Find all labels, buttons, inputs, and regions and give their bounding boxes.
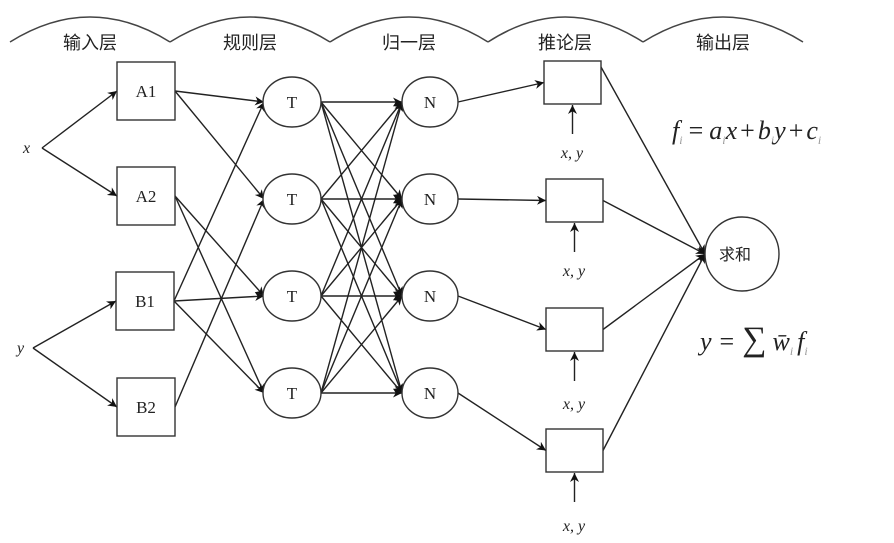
input-x-label: x [22,140,30,157]
edge-b2-to-rule-2 [174,198,265,408]
membership-node-b2: B2 [116,377,176,437]
inference-input-label: x, y [562,518,586,535]
edge-b1-to-rule-1 [173,101,265,302]
edge-rule-4-to-norm-3 [320,295,403,394]
edge-input-to-a1 [41,90,118,149]
edge-rule-4-to-norm-2 [320,198,403,394]
sum-node: 求和 [704,216,780,292]
inference-input-label: x, y [562,396,586,413]
layer-label-rule: 规则层 [223,33,277,54]
norm-node: N [401,270,459,322]
edge-b1-to-rule-3 [173,292,265,302]
rule-label: T [287,287,298,306]
edges [32,66,706,502]
layer-arc-output [642,16,804,43]
norm-label: N [424,93,436,112]
inference-node: x, y [545,307,604,413]
edge-norm-2-to-inference-2 [457,195,547,205]
membership-label: A2 [136,187,157,206]
rule-node: T [262,173,322,225]
edge-inference-1-to-sum [600,66,706,255]
membership-node-b1: B1 [115,271,175,331]
inference-input-label: x, y [560,145,584,162]
edge-input-to-a2 [41,147,118,197]
sum-label: 求和 [719,245,751,264]
norm-label: N [424,190,436,209]
rule-node: T [262,270,322,322]
edge-inference-4-to-sum [602,253,706,451]
edge-norm-3-to-inference-3 [457,295,547,331]
layer-label-output: 输出层 [696,33,750,54]
norm-node: N [401,76,459,128]
norm-label: N [424,287,436,306]
edge-a2-to-rule-3 [174,195,265,297]
layer-arc-input [9,16,171,43]
inference-input-label: x, y [562,263,586,280]
rule-node: T [262,367,322,419]
rule-node: T [262,76,322,128]
rule-label: T [287,384,298,403]
layer-label-input: 输入层 [63,33,117,54]
edge-rule-4-to-norm-1 [320,101,404,394]
edge-a1-to-rule-2 [174,90,265,200]
edge-a2-to-rule-4 [174,195,265,394]
rule-output-formula: fi=aix+biy+ci [672,116,821,147]
layer-arc-inference [487,16,644,43]
inference-node: x, y [543,60,602,162]
membership-label: A1 [136,82,157,101]
layer-arc-rule [169,16,331,43]
edge-rule-2-to-norm-1 [320,101,403,200]
edge-norm-4-to-inference-4 [457,392,547,452]
rule-label: T [287,190,298,209]
layer-header-arcs [9,16,804,43]
norm-label: N [424,384,436,403]
edge-norm-1-to-inference-1 [457,80,545,103]
input-y-label: y [15,340,25,357]
rule-label: T [287,93,298,112]
inference-node: x, y [545,178,604,280]
edge-inference-3-to-sum [602,253,706,331]
edge-b1-to-rule-4 [173,300,265,394]
layer-arc-norm [329,16,489,43]
membership-node-a1: A1 [116,61,176,121]
membership-label: B1 [135,292,155,311]
inference-node: x, y [545,428,604,535]
edge-input-to-b2 [32,347,118,408]
edge-a1-to-rule-1 [174,90,265,106]
membership-node-a2: A2 [116,166,176,226]
edge-input-to-b1 [32,300,117,349]
layer-label-normalization: 归一层 [382,33,436,54]
norm-node: N [401,367,459,419]
edge-rule-3-to-norm-1 [320,101,403,297]
membership-label: B2 [136,398,156,417]
layer-label-inference: 推论层 [538,33,592,54]
edge-inference-2-to-sum [602,199,706,255]
norm-node: N [401,173,459,225]
